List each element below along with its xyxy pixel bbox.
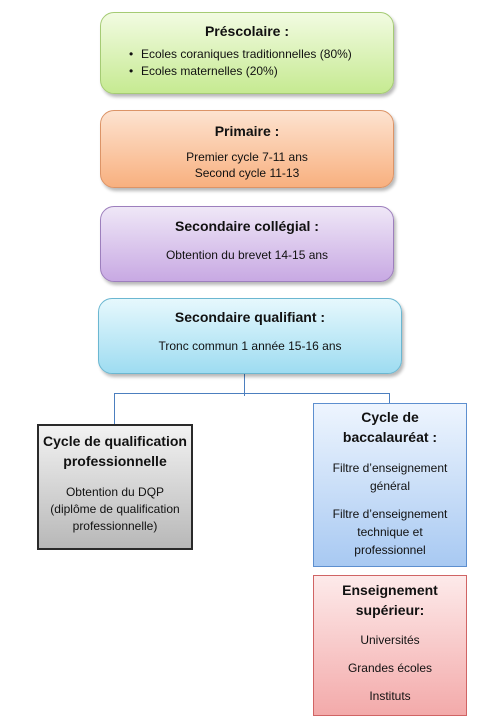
qualification-line: Obtention du DQP xyxy=(65,485,165,499)
qualifiant-line: Tronc commun 1 année 15-16 ans xyxy=(158,339,342,353)
qualification-title-line: Cycle de qualification xyxy=(43,433,187,449)
superieur-box: Enseignement supérieur: Universités Gran… xyxy=(313,575,467,716)
qualification-box: Cycle de qualification professionnelle O… xyxy=(37,424,193,550)
qualifiant-box: Secondaire qualifiant : Tronc commun 1 a… xyxy=(98,298,402,374)
bac-line: Filtre d’enseignement xyxy=(332,507,448,521)
qualifiant-title: Secondaire qualifiant : xyxy=(174,309,326,325)
primaire-line: Second cycle 11-13 xyxy=(194,166,300,180)
qualification-line: (diplôme de qualification xyxy=(50,502,180,516)
list-item: Ecoles coraniques traditionnelles (80%) xyxy=(129,46,393,63)
superieur-line: Instituts xyxy=(369,689,411,703)
collegial-title: Secondaire collégial : xyxy=(175,218,319,234)
prescolaire-list: Ecoles coraniques traditionnelles (80%) … xyxy=(101,46,393,80)
prescolaire-box: Préscolaire : Ecoles coraniques traditio… xyxy=(100,12,394,94)
bac-line: Filtre d’enseignement xyxy=(332,461,448,475)
superieur-title-line: Enseignement xyxy=(342,582,438,598)
bac-line: général xyxy=(369,479,411,493)
collegial-line: Obtention du brevet 14-15 ans xyxy=(165,248,329,262)
qualification-line: professionnelle) xyxy=(72,519,158,533)
bac-title-line: Cycle de xyxy=(361,409,419,425)
bac-title-line: baccalauréat : xyxy=(342,429,438,445)
primaire-line: Premier cycle 7-11 ans xyxy=(186,150,308,164)
connector-vertical-main xyxy=(244,374,245,396)
bac-box: Cycle de baccalauréat : Filtre d’enseign… xyxy=(313,403,467,567)
superieur-title-line: supérieur: xyxy=(355,602,425,618)
primaire-title: Primaire : xyxy=(214,123,280,139)
primaire-box: Primaire : Premier cycle 7-11 ans Second… xyxy=(100,110,394,188)
list-item: Ecoles maternelles (20%) xyxy=(129,63,393,80)
connector-horizontal xyxy=(114,393,390,394)
collegial-box: Secondaire collégial : Obtention du brev… xyxy=(100,206,394,282)
superieur-line: Grandes écoles xyxy=(347,661,433,675)
prescolaire-title: Préscolaire : xyxy=(204,23,290,39)
superieur-line: Universités xyxy=(360,633,420,647)
connector-right-drop xyxy=(389,393,390,403)
qualification-title-line: professionnelle xyxy=(63,453,167,469)
bac-line: professionnel xyxy=(354,543,426,557)
connector-left-drop xyxy=(114,393,115,424)
bac-line: technique et xyxy=(357,525,423,539)
